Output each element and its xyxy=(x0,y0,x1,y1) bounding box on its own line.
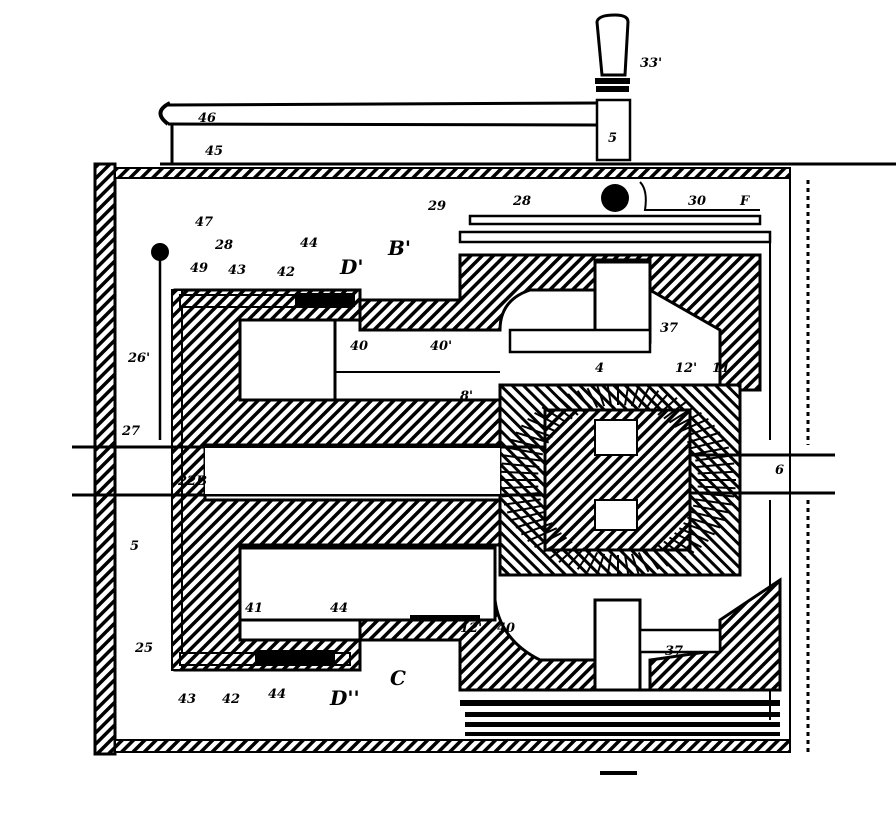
lever-rod xyxy=(160,103,896,165)
label-pin-b: 28 xyxy=(214,238,233,253)
label-band-a: 29 xyxy=(427,199,446,214)
label-left-mark: 5 xyxy=(130,539,139,554)
label-casing-c: C xyxy=(390,666,406,690)
label-ring: 25 xyxy=(134,641,153,656)
label-bot-44: 44 xyxy=(268,687,286,702)
label-bevel: 8' xyxy=(460,389,473,404)
label-gear-a: 12' xyxy=(675,361,697,376)
label-49: 49 xyxy=(190,261,208,276)
label-4: 4 xyxy=(595,361,604,376)
label-bottom-12: 12' xyxy=(460,621,482,636)
label-lever-end: 46 xyxy=(198,111,216,126)
label-stop: 27 xyxy=(121,424,140,439)
label-44: 44 xyxy=(300,236,318,251)
label-lever-shaft: 5 xyxy=(608,131,617,146)
label-drum-b: B' xyxy=(387,236,411,260)
label-43: 43 xyxy=(228,263,246,278)
label-shaft-left: 22B xyxy=(177,474,207,489)
label-piston-rod: 40' xyxy=(430,339,452,354)
label-42: 42 xyxy=(277,265,295,280)
pivot xyxy=(601,184,629,212)
label-bottom-40: 40 xyxy=(497,621,515,636)
label-gear-b: 11 xyxy=(712,361,730,376)
label-arm-bottom: 37 xyxy=(665,644,683,659)
label-drum-d: D' xyxy=(339,255,363,279)
label-frame: F xyxy=(739,194,750,209)
label-bottom-41: 41 xyxy=(245,601,263,616)
label-pin-a: 47 xyxy=(195,215,213,230)
label-bot-43: 43 xyxy=(178,692,196,707)
label-rod: 26' xyxy=(127,351,150,366)
label-pivot: 30 xyxy=(688,194,706,209)
label-band-b: 28 xyxy=(512,194,531,209)
label-shaft-right: 6 xyxy=(775,463,784,478)
drum-upper xyxy=(360,255,760,390)
label-bot-42: 42 xyxy=(222,692,240,707)
arm-lower xyxy=(595,600,640,690)
label-arm-top: 37 xyxy=(660,321,678,336)
piston-upper xyxy=(240,320,335,400)
label-link: 45 xyxy=(205,144,223,159)
label-piston: 40 xyxy=(350,339,368,354)
label-drum-d2: D'' xyxy=(329,686,360,710)
piston-lower xyxy=(240,548,495,620)
label-bottom-44: 44 xyxy=(330,601,348,616)
label-handle: 33' xyxy=(640,56,662,71)
